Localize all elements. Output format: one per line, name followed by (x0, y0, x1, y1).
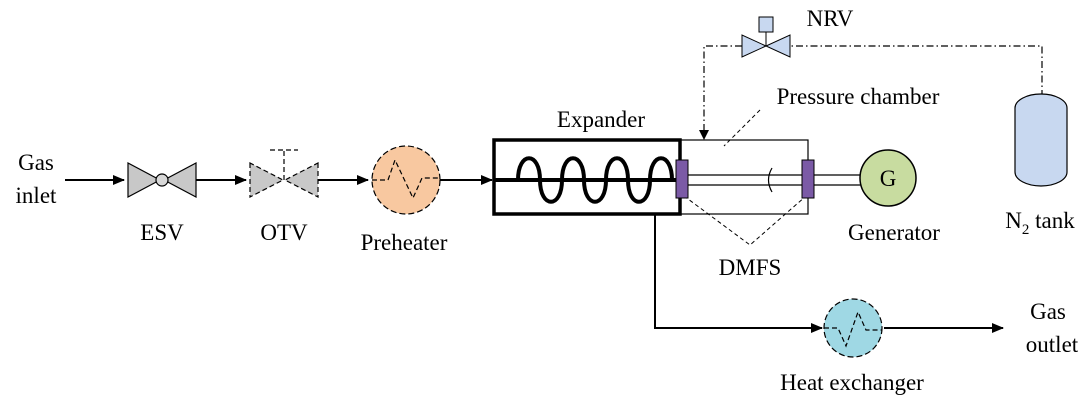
preheater-icon (371, 145, 441, 215)
n2-tank-icon (1014, 93, 1068, 187)
n2-tank-label-prefix: N (1005, 208, 1022, 233)
generator-icon (859, 149, 917, 207)
generator-symbol: G (880, 166, 897, 191)
otv-valve-icon (249, 149, 319, 198)
gas-outlet-label-line2: outlet (1026, 332, 1079, 357)
n2-tank-label-subscript: 2 (1022, 222, 1030, 238)
generator-label: Generator (848, 220, 940, 245)
n2-tank-label-suffix: tank (1029, 208, 1075, 233)
n2-line (703, 45, 1043, 134)
dmfs-seal-right (801, 159, 815, 199)
heat-exchanger-icon (823, 298, 883, 358)
gas-inlet-label-line2: inlet (16, 183, 57, 208)
heat-exchanger-label: Heat exchanger (780, 370, 924, 395)
gas-inlet-label-line1: Gas (18, 150, 54, 175)
esv-label: ESV (140, 220, 184, 245)
nrv-valve-icon (741, 16, 791, 58)
main-flow-lines (65, 175, 1004, 333)
pressure-chamber-label: Pressure chamber (777, 84, 940, 109)
dmfs-label: DMFS (719, 255, 782, 280)
expander-icon (492, 138, 682, 216)
dmfs-seal-left (675, 159, 689, 199)
expander-label: Expander (557, 107, 645, 132)
esv-valve-icon (127, 162, 197, 198)
nrv-label: NRV (807, 6, 854, 31)
otv-label: OTV (260, 220, 308, 245)
n2-tank-label: N2 tank (1005, 208, 1075, 238)
gas-outlet-label-line1: Gas (1030, 299, 1066, 324)
preheater-label: Preheater (361, 230, 448, 255)
n2-line-arrowhead (699, 130, 709, 140)
